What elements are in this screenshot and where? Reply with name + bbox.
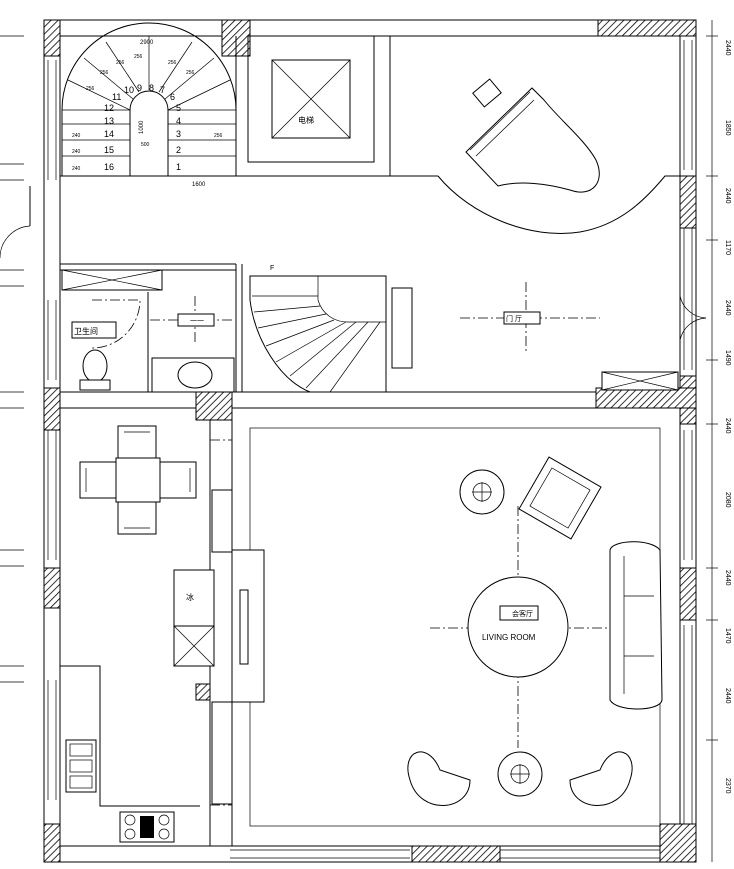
step-number: 2	[176, 145, 181, 155]
foyer-curved-wall	[437, 175, 680, 234]
living-room-en-label: LIVING ROOM	[482, 633, 536, 642]
step-number: 3	[176, 129, 181, 139]
foyer-label: 门 厅	[506, 314, 522, 323]
step-number: 11	[112, 92, 121, 102]
tread-mark: 240	[72, 133, 81, 139]
dimension-label: 2440	[724, 40, 731, 56]
step-number: 14	[104, 129, 114, 139]
dimension-label: 2440	[724, 300, 731, 316]
grand-piano	[465, 78, 600, 193]
dimension-label: 1850	[724, 120, 731, 136]
spiral-staircase: 2900 1000 500 1600 12 13 14 15 16 5 4 3 …	[60, 22, 237, 188]
tread-mark: 256	[116, 60, 125, 66]
tread-mark: 240	[72, 166, 81, 172]
tread-mark: 256	[214, 133, 223, 139]
step-number: 4	[176, 116, 181, 126]
dimension-label: 1170	[724, 240, 731, 255]
dimension-label: 2370	[724, 778, 731, 794]
step-number: 1	[176, 162, 181, 172]
living-room: 会客厅 LIVING ROOM	[407, 456, 663, 806]
powder-room-label: 卫生间	[74, 326, 98, 336]
dimension-label: 2440	[724, 688, 731, 704]
foyer-cabinet	[601, 371, 679, 391]
tread-mark: 256	[186, 70, 195, 76]
fridge-label: 冰	[186, 592, 194, 602]
tread-mark: 256	[168, 60, 177, 66]
elevator-label: 电梯	[298, 115, 314, 125]
dimension-label: 2440	[724, 570, 731, 586]
powder-room: 卫生间 一一	[61, 269, 235, 393]
step-number: 10	[124, 85, 134, 95]
step-number: 15	[104, 145, 114, 155]
utility-label: 一一	[190, 318, 204, 325]
dimension-label: 2080	[724, 492, 731, 508]
stair-center-dimension: 1000	[139, 120, 145, 134]
step-number: 12	[104, 103, 114, 113]
right-dimension-line: 2440 1850 2440 1170 2440 1490 2440 2080 …	[706, 20, 731, 862]
step-number: 6	[170, 92, 175, 102]
dimension-label: 2440	[724, 418, 731, 434]
step-number: 13	[104, 116, 114, 126]
foyer-center-mark: 门 厅	[460, 282, 600, 354]
structural-columns	[43, 19, 697, 863]
step-number: 16	[104, 162, 114, 172]
step-number: 9	[137, 83, 142, 93]
tread-mark: 256	[100, 70, 109, 76]
stair-bottom-dimension: 1600	[192, 182, 206, 188]
stair-mark: F	[270, 265, 274, 272]
step-number: 5	[176, 103, 181, 113]
stair-top-dimension: 2900	[140, 40, 154, 46]
tread-mark: 256	[134, 54, 143, 60]
dimension-label: 1470	[724, 628, 731, 644]
step-number: 8	[149, 83, 154, 93]
tread-mark: 256	[86, 86, 95, 92]
entry-door	[0, 186, 707, 341]
stair-landing-dimension: 500	[141, 142, 150, 148]
tread-mark: 240	[72, 149, 81, 155]
elevator: 电梯	[271, 59, 351, 139]
left-dimension-ticks	[0, 35, 24, 683]
curved-staircase: F	[249, 265, 413, 393]
living-room-cn-label: 会客厅	[512, 609, 533, 618]
dimension-label: 2440	[724, 188, 731, 204]
dimension-label: 1490	[724, 350, 731, 366]
kitchen: 冰	[60, 489, 265, 843]
dining-set	[79, 425, 197, 535]
step-number: 7	[160, 85, 165, 95]
